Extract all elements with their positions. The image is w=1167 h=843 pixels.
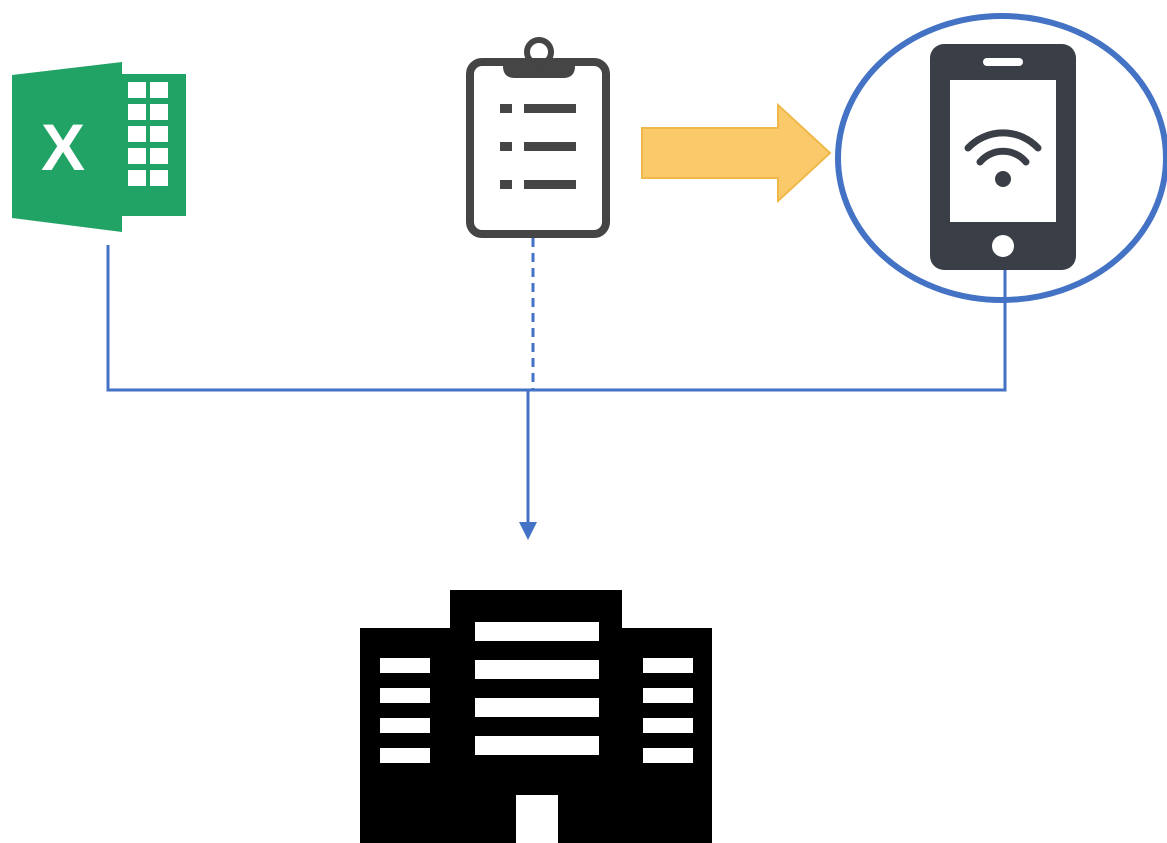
arrowhead-down bbox=[519, 522, 537, 540]
smartphone-wifi-icon bbox=[930, 44, 1076, 270]
phone-highlight-ellipse bbox=[835, 13, 1167, 303]
transfer-arrow bbox=[641, 102, 832, 204]
connectors bbox=[106, 238, 1007, 540]
wifi-icon bbox=[964, 129, 1042, 166]
excel-to-hub-line bbox=[106, 245, 1007, 392]
excel-icon: X bbox=[12, 62, 186, 232]
excel-letter: X bbox=[41, 110, 85, 184]
office-building-icon bbox=[360, 590, 712, 843]
building-door bbox=[516, 795, 558, 843]
clipboard-checklist-icon bbox=[466, 37, 610, 238]
